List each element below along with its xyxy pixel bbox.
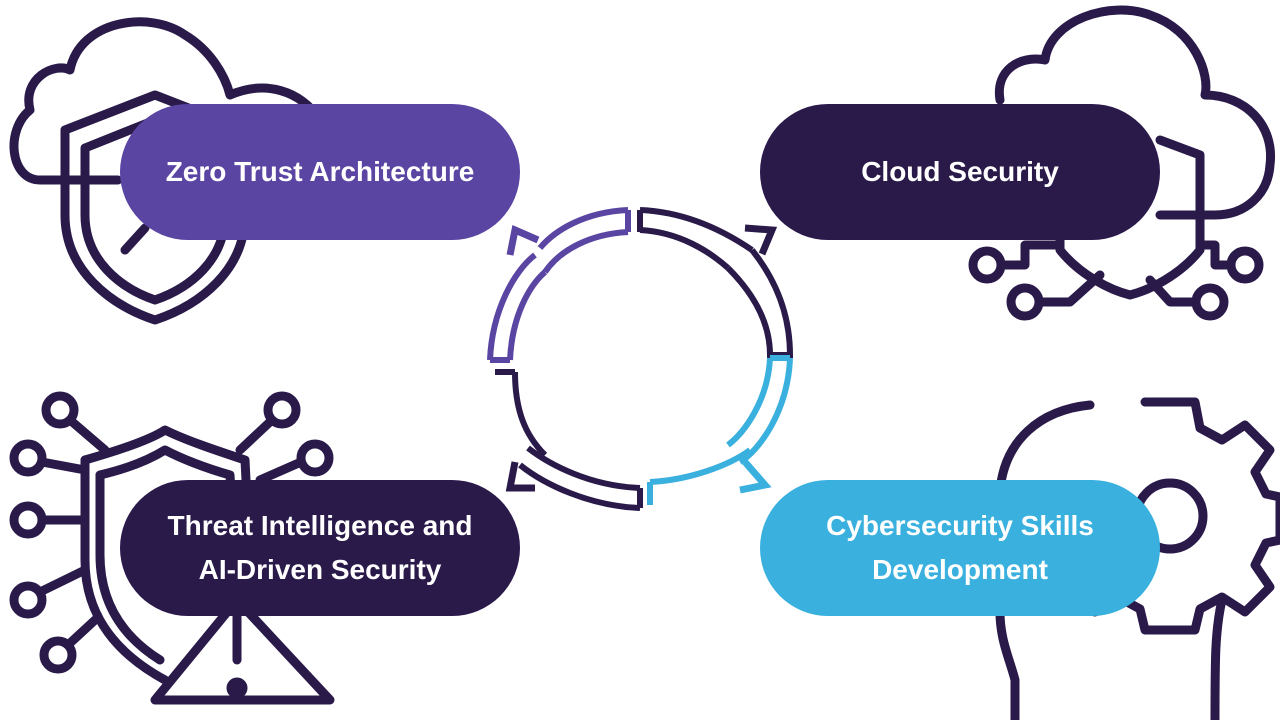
node-label: Zero Trust Architecture <box>165 156 475 187</box>
cycle-arrow-skills-to-threat <box>495 369 643 511</box>
cycle-arrow-zero-to-cloud <box>637 207 794 358</box>
circuit-shield-warning-icon <box>9 391 335 705</box>
node-label: Cybersecurity Skills Development <box>826 510 1094 585</box>
node-label: Threat Intelligence and AI-Driven Securi… <box>167 510 473 585</box>
node-label: Cloud Security <box>861 156 1059 187</box>
node-cybersecurity-skills: Cybersecurity Skills Development <box>760 480 1160 616</box>
cycle-arrow-threat-to-zero <box>487 207 631 363</box>
cycle-arrow-cloud-to-skills <box>647 355 793 505</box>
cloud-circuit-shield-icon <box>968 5 1276 321</box>
node-zero-trust-architecture: Zero Trust Architecture <box>120 104 520 240</box>
node-cloud-security: Cloud Security <box>760 104 1160 240</box>
node-threat-intelligence: Threat Intelligence and AI-Driven Securi… <box>120 480 520 616</box>
cycle-arrows <box>487 207 794 511</box>
